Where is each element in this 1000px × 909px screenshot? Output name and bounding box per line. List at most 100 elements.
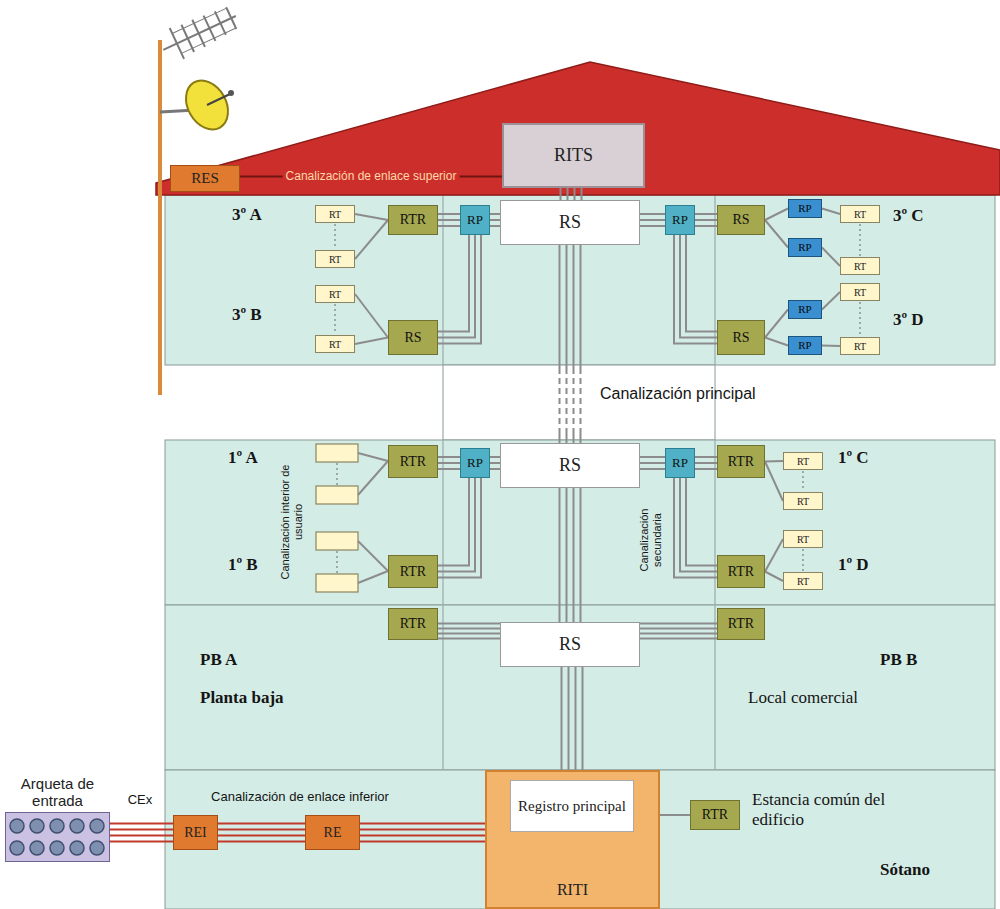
- cable-line: [765, 310, 788, 338]
- cable-bundle: [640, 624, 717, 639]
- cable-line: [822, 345, 840, 348]
- box-label: RT: [797, 534, 809, 545]
- rits-box: RITS: [502, 123, 645, 188]
- cable-bundle: [562, 667, 583, 780]
- box-label: Registro principal: [518, 798, 626, 815]
- cable-line: [438, 457, 460, 469]
- duct-holes: [10, 819, 104, 855]
- wall-line: [714, 440, 715, 770]
- dotted-link: [335, 304, 336, 334]
- rp-box: RP: [788, 238, 822, 257]
- box-label: RS: [559, 635, 581, 655]
- cable-bundle: [660, 815, 690, 816]
- cable-bundle: [561, 188, 582, 200]
- cable-bundle: [438, 478, 481, 578]
- cable-line: [822, 248, 840, 267]
- terminal-box: [316, 486, 358, 504]
- cable-bundle: [822, 248, 840, 267]
- area-label: Planta baja: [200, 688, 284, 708]
- cable-bundle: [110, 824, 173, 842]
- cable-line: [674, 235, 717, 344]
- roof: [156, 62, 1000, 195]
- box-label: RT: [329, 209, 341, 220]
- area-label: 3º D: [893, 310, 924, 330]
- cable-line: [438, 235, 481, 344]
- area-label: 1º C: [838, 448, 869, 468]
- cable-line: [765, 539, 783, 572]
- cable-bundle: [822, 345, 840, 347]
- cable-line: [360, 824, 485, 842]
- rp-box: RP: [665, 205, 695, 235]
- rt-box: RT: [840, 283, 880, 301]
- box-label: RP: [798, 202, 811, 214]
- cable-bundle: [765, 572, 783, 582]
- floor-band: [165, 605, 995, 770]
- cable-line: [438, 478, 481, 578]
- box-label: RT: [854, 209, 866, 220]
- cable-line: [765, 209, 788, 221]
- cable-line: [110, 824, 173, 842]
- rp-box: RP: [788, 199, 822, 218]
- floor-band: [165, 770, 995, 909]
- cable-bundle: [765, 461, 783, 463]
- cable-bundle: [674, 235, 717, 344]
- cable-line: [355, 294, 388, 338]
- cable-line: [355, 220, 388, 259]
- box-label: REI: [184, 825, 207, 840]
- rt-box: RT: [840, 205, 880, 223]
- rt-box: RT: [783, 530, 823, 548]
- cable-bundle: [438, 457, 460, 469]
- rtr-box: RTR: [388, 205, 438, 235]
- yagi-rail: [172, 8, 226, 33]
- satellite-dish: [178, 73, 237, 137]
- dotted-link: [335, 224, 336, 249]
- cable-bundle: [218, 824, 305, 842]
- box-label: RS: [559, 456, 581, 476]
- box-label: RP: [467, 213, 483, 227]
- cable-line: [822, 209, 840, 215]
- yagi-element: [226, 7, 236, 29]
- rtr-box: RTR: [388, 445, 438, 478]
- cable-bundle: [560, 245, 581, 443]
- cable-line: [822, 292, 840, 310]
- edge-label: Canalización de enlace superior: [283, 170, 460, 184]
- area-label: Local comercial: [748, 688, 858, 708]
- cable-line: [560, 245, 581, 443]
- duct-hole: [70, 819, 84, 833]
- box-label: RT: [797, 456, 809, 467]
- area-label: PB B: [880, 650, 917, 670]
- area-label: 1º D: [838, 555, 869, 575]
- rtr-box: RTR: [388, 555, 438, 588]
- box-label: RP: [798, 339, 811, 351]
- box-label: RITI: [487, 881, 658, 899]
- duct-hole: [50, 841, 64, 855]
- cable-bundle: [765, 338, 788, 346]
- rp-box: RP: [788, 300, 822, 319]
- dish-feed: [207, 94, 230, 105]
- cable-line: [355, 338, 388, 345]
- registro-box: Registro principal: [510, 780, 634, 832]
- rei-box: RE: [305, 815, 360, 850]
- cable-bundle: [355, 214, 388, 220]
- cable-line: [640, 624, 717, 639]
- cable-line: [355, 214, 388, 220]
- box-label: RTR: [728, 454, 754, 469]
- cable-line: [438, 624, 500, 639]
- rt-box: RT: [315, 285, 355, 303]
- rtr-box: RTR: [717, 445, 765, 478]
- box-label: RITS: [554, 146, 593, 166]
- stair-well: [443, 365, 715, 440]
- rs-box: RS: [500, 622, 640, 667]
- dotted-link: [803, 471, 804, 491]
- rt-box: RT: [783, 492, 823, 510]
- area-label: Sótano: [880, 860, 930, 880]
- rtr-box: RS: [717, 205, 765, 235]
- box-label: RS: [732, 330, 749, 345]
- duct-label: Canalización secundaria: [638, 500, 663, 580]
- arqueta-fill: [5, 812, 110, 862]
- cable-bundle: [438, 214, 460, 226]
- antenna-mast: [158, 40, 162, 395]
- cable-bundle: [765, 209, 788, 221]
- box-label: RP: [672, 456, 688, 470]
